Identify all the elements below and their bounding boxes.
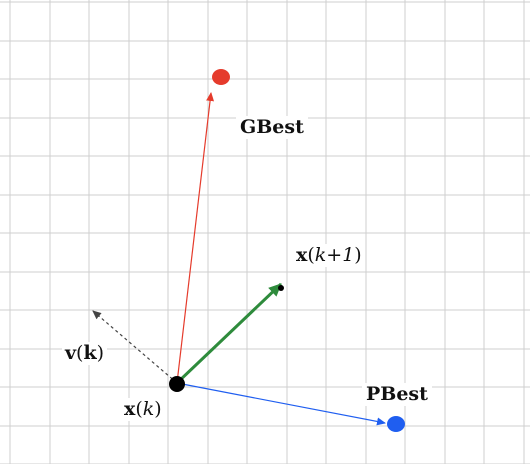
next-position-paren-close: )	[354, 244, 362, 266]
pbest-vector	[176, 382, 386, 426]
next-position-point	[278, 285, 284, 291]
pbest-point	[387, 416, 405, 432]
next-position-vector	[175, 282, 283, 385]
velocity-paren-open: (	[76, 342, 84, 364]
next-position-symbol: x	[296, 244, 308, 266]
next-position-plus: +	[326, 244, 343, 266]
next-position-index-one: 1	[342, 244, 355, 266]
next-position-paren-open: (	[307, 244, 315, 266]
velocity-paren-close: )	[96, 342, 105, 364]
next-position-index-k: k	[314, 244, 327, 266]
velocity-symbol: v	[65, 342, 77, 364]
position-paren-close: )	[154, 398, 162, 420]
pbest-label: PBest	[362, 383, 432, 406]
position-index-k: k	[142, 398, 155, 420]
position-paren-open: (	[135, 398, 143, 420]
velocity-label: v(k)	[62, 342, 108, 365]
next-position-label: x(k+1)	[293, 244, 365, 267]
gbest-label: GBest	[236, 116, 308, 139]
particle-point	[169, 376, 185, 392]
gbest-point	[212, 69, 230, 85]
velocity-index-k: k	[83, 342, 97, 364]
velocity-vector	[92, 310, 178, 384]
gbest-vector	[176, 92, 215, 384]
position-label: x(k)	[121, 398, 165, 421]
position-symbol: x	[124, 398, 136, 420]
